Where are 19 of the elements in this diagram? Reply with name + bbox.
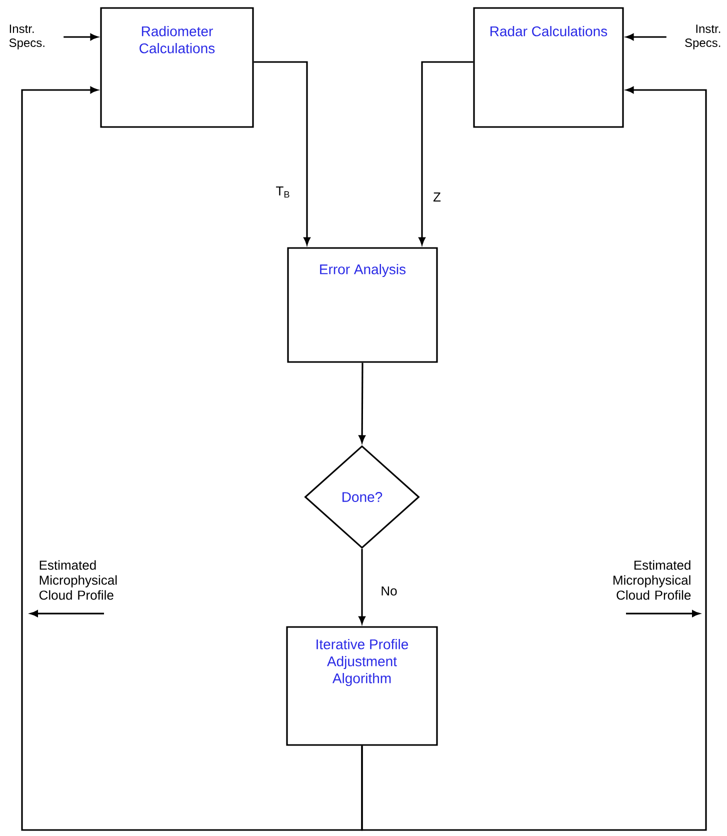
- process-box: Error Analysis: [287, 247, 438, 363]
- arrow: [626, 34, 666, 40]
- edge-label: No: [380, 585, 398, 597]
- arrow: [358, 362, 366, 443]
- arrow: [64, 34, 98, 40]
- process-box: Radar Calculations: [473, 7, 624, 128]
- annotation-text: Estimated Microphysical Cloud Profile: [39, 560, 117, 600]
- edge-label: T$_{B}$: [274, 185, 292, 199]
- arrow: [361, 86, 707, 831]
- arrow: [418, 61, 474, 245]
- arrow: [358, 548, 366, 624]
- edge-label: Z: [432, 192, 442, 202]
- process-box: Iterative Profile Adjustment Algorithm: [286, 626, 438, 746]
- annotation-text: Instr. Specs.: [685, 24, 720, 50]
- annotation-text: Instr. Specs.: [9, 24, 44, 50]
- arrow: [21, 86, 363, 831]
- process-box: Radiometer Calculations: [100, 7, 254, 128]
- arrow: [254, 61, 310, 245]
- annotation-text: Estimated Microphysical Cloud Profile: [614, 560, 691, 600]
